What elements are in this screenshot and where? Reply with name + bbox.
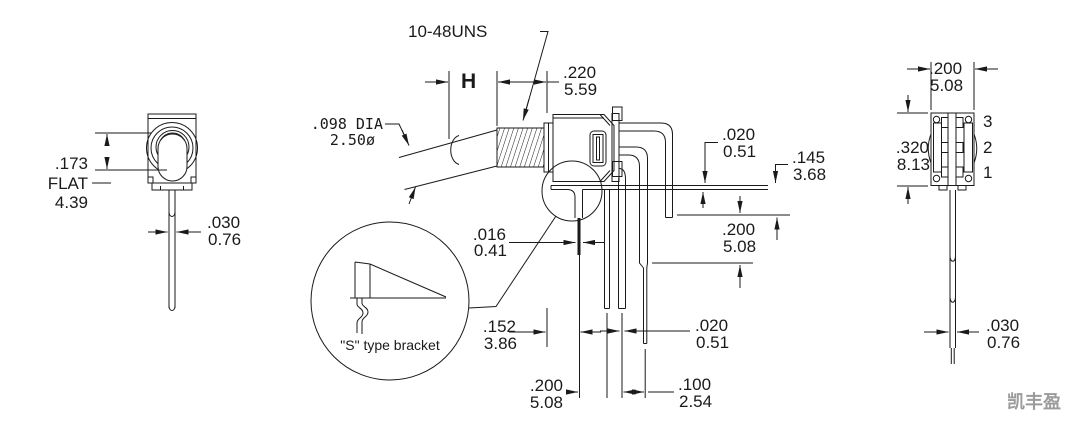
side-view: 10-48UNS .098 DIA 2.50ø H .220 5.59 . bbox=[311, 22, 826, 412]
terminal-label-1: 1 bbox=[983, 163, 992, 182]
dim-seat-height bbox=[772, 164, 788, 240]
terminal-row-3 bbox=[941, 117, 964, 128]
terminal-label-3: 3 bbox=[983, 112, 992, 131]
dim-flat bbox=[92, 132, 167, 184]
dim-rear-pin-width-mm: 0.76 bbox=[987, 333, 1020, 352]
terminal-1 bbox=[619, 122, 673, 218]
toggle-flat-face bbox=[157, 133, 188, 182]
dim-handle-length-label: H bbox=[461, 70, 476, 93]
dim-bushing-length-in: .220 bbox=[563, 63, 596, 82]
detail-bracket-shape bbox=[350, 261, 447, 334]
dim-lever-dia-mm: 2.50ø bbox=[330, 131, 375, 149]
terminal-label-2: 2 bbox=[983, 138, 992, 157]
thread-spec-label: 10-48UNS bbox=[408, 22, 487, 41]
right-bulge bbox=[973, 133, 978, 164]
dim-body-height-mm: 8.13 bbox=[897, 155, 930, 174]
dim-handle-and-bushing bbox=[425, 71, 559, 139]
keyway-slot bbox=[589, 130, 607, 167]
dim-body-width-mm: 5.08 bbox=[930, 76, 963, 95]
dim-plate-thickness-in: .020 bbox=[722, 125, 755, 144]
rear-pin bbox=[949, 190, 956, 364]
inner-pin bbox=[604, 190, 610, 398]
dim-bracket-setback-mm: 3.86 bbox=[484, 334, 517, 353]
bushing-face bbox=[543, 122, 549, 173]
dim-plate-thickness bbox=[700, 142, 718, 208]
dim-body-height bbox=[897, 95, 928, 204]
detail-leader bbox=[468, 215, 557, 309]
left-bulge bbox=[927, 133, 932, 164]
dim-pin-thickness-in: .020 bbox=[695, 316, 728, 335]
detail-callout-circle bbox=[541, 160, 603, 222]
dim-pin-offset-mm: 2.54 bbox=[679, 392, 712, 411]
dim-lever-dia-in: .098 DIA bbox=[311, 115, 383, 133]
dim-bracket-thickness-in: .016 bbox=[473, 225, 506, 244]
thread-spec-leader bbox=[522, 31, 549, 121]
dim-body-width-in: .200 bbox=[929, 59, 962, 78]
dim-flat-mm: 4.39 bbox=[55, 193, 88, 212]
lever-dia-leader bbox=[385, 123, 416, 205]
terminal-2 bbox=[619, 146, 648, 398]
switch-body bbox=[548, 106, 623, 182]
dim-standoff-height-in: .200 bbox=[722, 220, 755, 239]
detail-view: "S" type bracket bbox=[310, 221, 470, 381]
dim-pin-thickness-mm: 0.51 bbox=[696, 333, 729, 352]
s-bracket bbox=[550, 185, 768, 398]
dim-seat-height-mm: 3.68 bbox=[793, 165, 826, 184]
terminal-row-1 bbox=[941, 166, 964, 178]
detail-label: "S" type bracket bbox=[340, 337, 440, 353]
dim-body-width bbox=[907, 62, 998, 110]
dim-body-height-in: .320 bbox=[896, 138, 929, 157]
dim-rear-pin-width-in: .030 bbox=[986, 316, 1019, 335]
dim-bushing-length-mm: 5.59 bbox=[564, 80, 597, 99]
dim-bracket-setback-in: .152 bbox=[483, 317, 516, 336]
dim-pin-spacing-mm: 5.08 bbox=[530, 393, 563, 412]
dim-seat-height-in: .145 bbox=[792, 148, 825, 167]
dim-bracket-thickness-mm: 0.41 bbox=[474, 241, 507, 260]
lever bbox=[398, 129, 498, 190]
dim-actuator-width-mm: 0.76 bbox=[208, 230, 241, 249]
dim-standoff-height-mm: 5.08 bbox=[723, 237, 756, 256]
dim-pin-spacing-in: .200 bbox=[530, 376, 563, 395]
front-view: .173 FLAT 4.39 .030 0.76 bbox=[48, 113, 241, 311]
dim-plate-thickness-mm: 0.51 bbox=[723, 142, 756, 161]
rear-view: .200 5.08 .320 8.13 3 2 1 .030 0.76 bbox=[896, 59, 1020, 364]
front-actuator-pin bbox=[168, 190, 176, 311]
dim-flat-in: .173 bbox=[55, 154, 88, 173]
dim-pin-offset-in: .100 bbox=[678, 375, 711, 394]
terminal-3 bbox=[618, 168, 626, 398]
dim-actuator-width-in: .030 bbox=[207, 213, 240, 232]
dim-flat-label: FLAT bbox=[48, 174, 88, 193]
threaded-bushing bbox=[496, 127, 545, 168]
terminal-row-2 bbox=[941, 142, 964, 153]
watermark-text: 凯丰盈 bbox=[1007, 391, 1061, 412]
